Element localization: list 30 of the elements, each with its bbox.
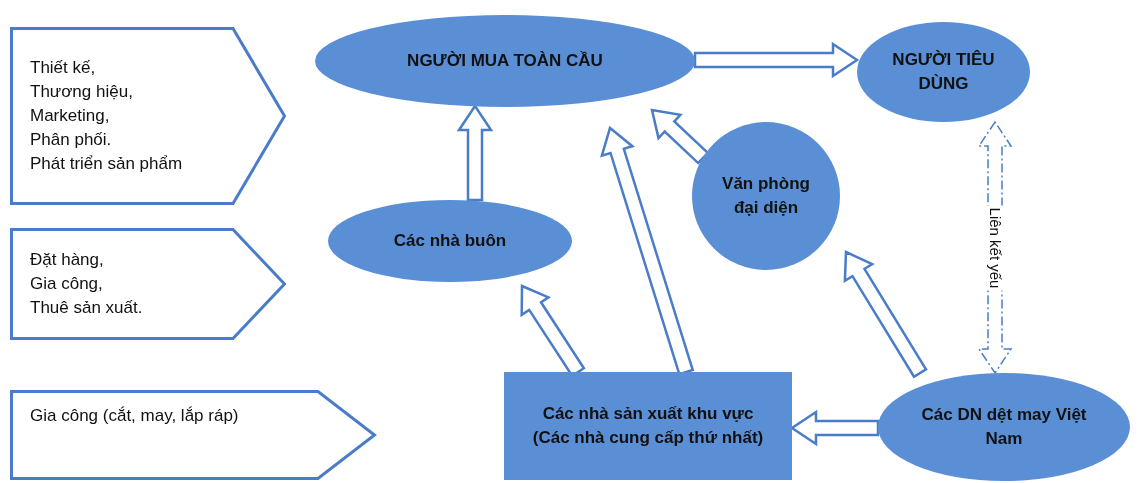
list-text: Thương hiệu,: [30, 81, 134, 103]
list-text: Phân phối.: [30, 129, 113, 151]
list-text: Marketing,: [30, 105, 111, 127]
ellipse-node: [328, 200, 572, 282]
list-text: Thiết kế,: [30, 57, 97, 79]
ellipse-node: [857, 22, 1030, 122]
node-label: Các DN dệt may Việt Nam: [920, 404, 1088, 450]
pentagon-arrow-box: [10, 390, 376, 480]
node-label: NGƯỜI MUA TOÀN CẦU: [406, 50, 604, 72]
list-text: Phát triển sản phẩm: [30, 153, 184, 175]
block-arrow: [843, 250, 928, 379]
edge-label: Liên kết yếu: [986, 205, 1004, 290]
list-text: Thuê sản xuất.: [30, 297, 144, 319]
block-arrow: [456, 103, 494, 202]
pentagon-arrow-box: [10, 27, 286, 205]
list-text: Gia công (cắt, may, lắp ráp): [30, 405, 240, 427]
list-text: Gia công,: [30, 273, 104, 295]
node-label: Các nhà buôn: [392, 230, 508, 252]
node-label: Các nhà sản xuất khu vực (Các nhà cung cấp thứ nhất): [531, 403, 765, 449]
block-arrow: [650, 108, 710, 165]
list-text: Đặt hàng,: [30, 249, 105, 271]
block-arrow: [693, 41, 860, 79]
node-label: NGƯỜI TIÊU DÙNG: [891, 49, 996, 95]
node-label: Văn phòng đại diện: [722, 173, 810, 219]
pentagon-arrow-box: [10, 228, 286, 340]
circle-node: [692, 122, 840, 270]
ellipse-node: [315, 15, 695, 107]
ellipse-node: [878, 373, 1130, 481]
block-arrow: [789, 409, 880, 447]
process-box: [504, 372, 792, 480]
